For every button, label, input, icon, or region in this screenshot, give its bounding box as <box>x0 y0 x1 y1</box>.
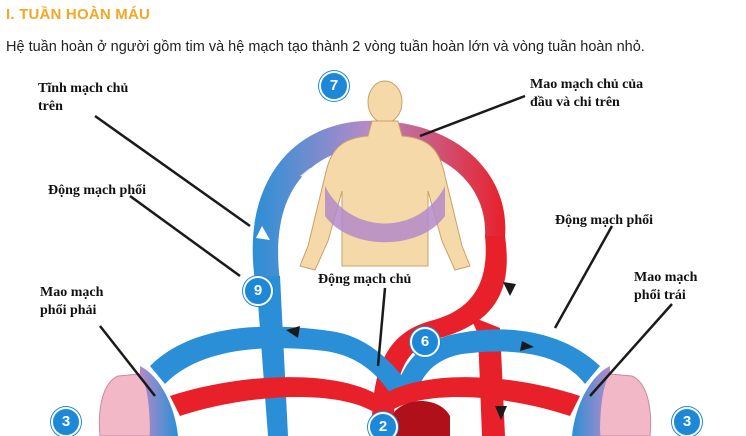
badge-2: 2 <box>368 412 398 436</box>
label-pulmonary-artery-left: Động mạch phổi <box>48 183 147 198</box>
human-figure <box>299 80 471 271</box>
aorta <box>371 236 507 436</box>
label-pulmonary-artery-right: Động mạch phổi <box>555 213 654 228</box>
badge-9: 9 <box>243 276 273 306</box>
label-right-lung-capillaries: Mao mạch phổi phải <box>40 285 104 318</box>
pulmonary-artery-right <box>395 329 600 401</box>
badge-6: 6 <box>410 327 440 357</box>
circulation-diagram: Tĩnh mạch chủ trên Mao mạch chủ của đầu … <box>0 66 746 436</box>
badge-7: 7 <box>319 71 349 101</box>
intro-paragraph: Hệ tuần hoàn ở người gồm tim và hệ mạch … <box>6 39 645 55</box>
circulation-illustration <box>94 80 673 436</box>
label-head-capillaries: Mao mạch chủ của đầu và chi trên <box>530 77 644 110</box>
label-superior-vena-cava: Tĩnh mạch chủ trên <box>38 81 129 114</box>
label-aorta: Động mạch chủ <box>318 272 412 287</box>
label-left-lung-capillaries: Mao mạch phổi trái <box>634 270 698 303</box>
pulmonary-artery-left <box>150 326 410 401</box>
section-heading: I. TUẦN HOÀN MÁU <box>6 6 151 23</box>
right-lung <box>98 366 178 436</box>
badge-3-left: 3 <box>51 407 81 436</box>
badge-3-right: 3 <box>672 407 702 436</box>
upper-capillary-arch <box>252 120 506 281</box>
